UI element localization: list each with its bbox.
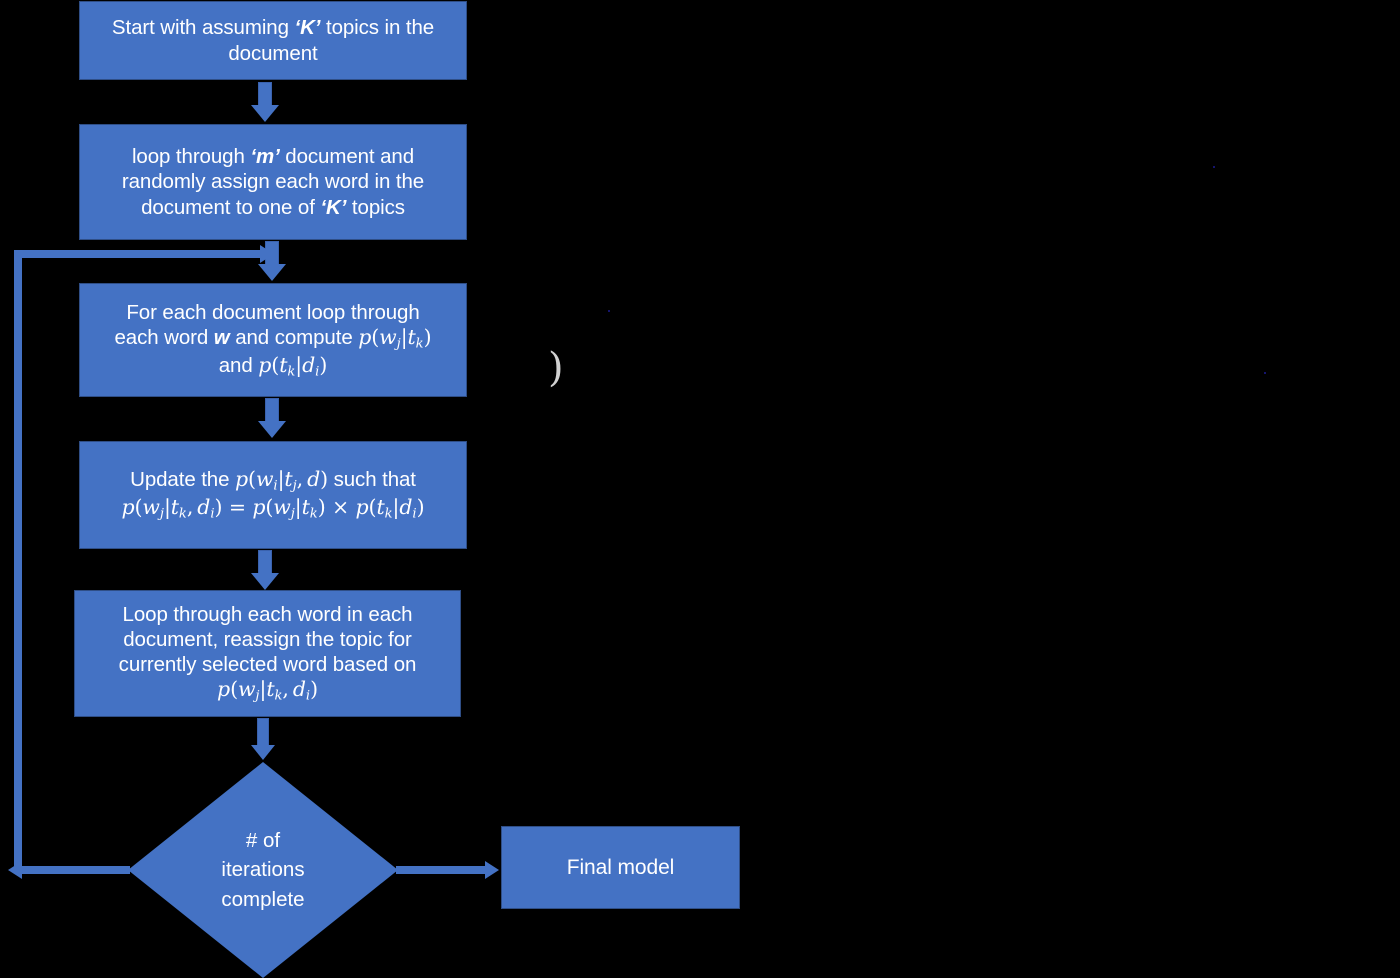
formula-p-wi-tj-d: p(wi|tj, d) [235,467,328,494]
loop-text-a: loop through [131,145,251,169]
arrow-head-down-icon [251,745,275,760]
feedback-bottom-segment [22,866,130,874]
loop-text-d: document to one of [141,195,321,219]
update-text-b: such that [328,468,416,492]
update-text-a: Update the [130,468,236,492]
node-update-probability-label: Update the p(wi|tj, d) such that p(wj|tk… [87,467,459,523]
feedback-vertical-segment [14,250,22,870]
reassign-text-a: Loop through each word in each [122,602,413,626]
node-update-probability[interactable]: Update the p(wi|tj, d) such that p(wj|tk… [79,441,467,549]
node-decision-iterations[interactable]: # of iterations complete [128,762,398,978]
arrow-head-down-icon [251,573,279,590]
node-start-text-a: Start with assuming [111,16,295,40]
node-start-text-b: topics in the [320,16,435,40]
decision-line-1: # of [245,829,281,853]
node-loop-documents-label: loop through ‘m’ document and randomly a… [87,144,459,220]
arrow-head-down-icon [258,264,286,281]
edge-line [396,866,486,874]
decision-line-2: iterations [221,858,305,882]
loop-k: ‘K’ [320,195,347,219]
formula-p-wj-tk-di: p(wj|tk, di) [217,677,318,705]
node-compute-probabilities-label: For each document loop through each word… [87,300,459,381]
loop-text-c: randomly assign each word in the [121,170,425,194]
noise-speck [1213,166,1215,168]
node-final-model-label: Final model [566,855,675,879]
loop-text-e: topics [346,195,405,219]
arrow-head-down-icon [251,105,279,122]
arrow-head-right-icon [260,245,274,263]
arrow-head-right-icon [485,861,499,879]
noise-speck [608,310,610,312]
node-final-model[interactable]: Final model [501,826,740,909]
node-start[interactable]: Start with assuming ‘K’ topics in the do… [79,1,467,80]
compute-text-b: each word [114,325,214,349]
compute-w: w [213,325,230,349]
formula-p-wj-tk: p(wj|tk) [358,324,432,352]
compute-text-a: For each document loop through [126,300,420,324]
node-reassign-topics[interactable]: Loop through each word in each document,… [74,590,461,717]
compute-text-d: and [218,353,259,377]
node-loop-documents[interactable]: loop through ‘m’ document and randomly a… [79,124,467,240]
loop-m: ‘m’ [250,145,280,169]
compute-text-c: and compute [229,325,359,349]
decision-line-3: complete [221,887,305,911]
node-start-label: Start with assuming ‘K’ topics in the do… [87,15,459,65]
noise-speck [1264,372,1266,374]
node-reassign-topics-label: Loop through each word in each document,… [82,602,453,705]
loop-text-b: document and [279,145,415,169]
reassign-text-c: currently selected word based on [118,653,417,677]
formula-p-tk-di: p(tk|di) [258,352,328,380]
feedback-top-segment [14,250,262,258]
node-start-text-c: document [228,41,318,65]
reassign-text-b: document, reassign the topic for [123,627,412,651]
node-start-k: ‘K’ [294,16,321,40]
node-decision-label: # of iterations complete [128,762,398,978]
node-compute-probabilities[interactable]: For each document loop through each word… [79,283,467,397]
arrow-head-down-icon [258,421,286,438]
formula-update-equation: p(wj|tk, di) = p(wj|tk) × p(tk|di) [121,495,425,522]
stray-glyph-artifact: ) [548,345,564,391]
